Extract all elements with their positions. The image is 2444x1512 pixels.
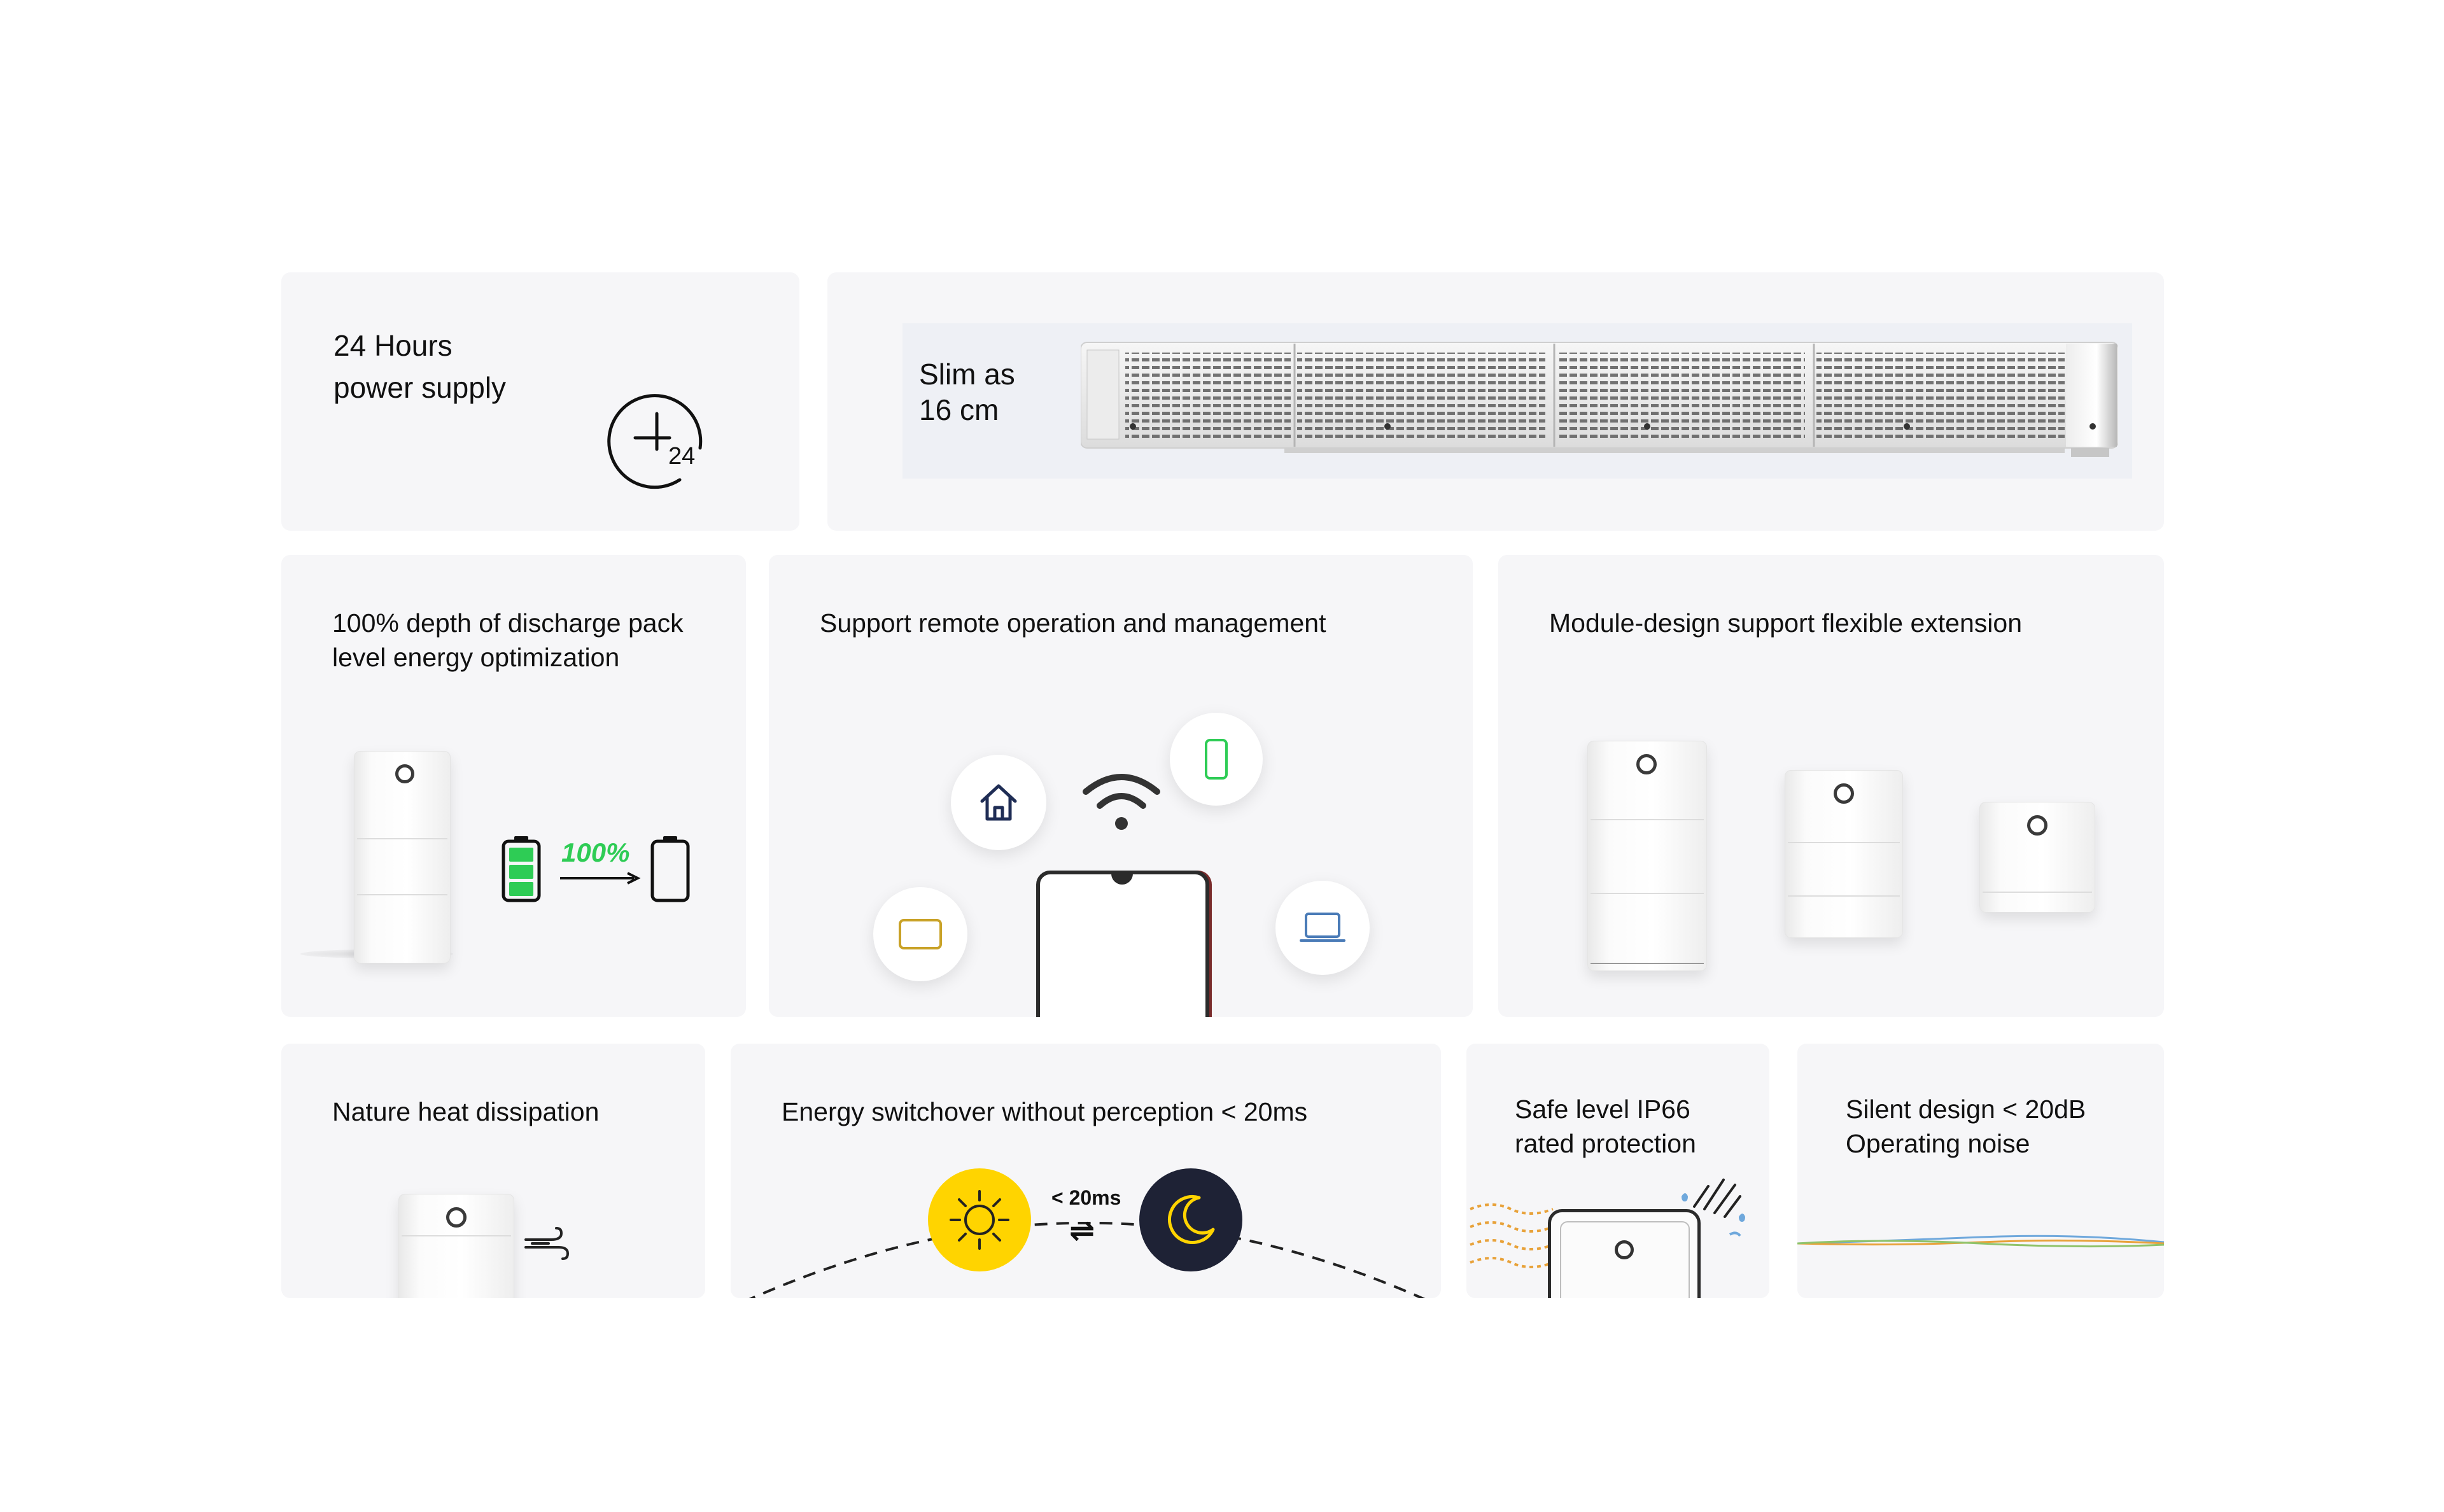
switchover-card: Energy switchover without perception < 2… xyxy=(731,1044,1441,1298)
ip66-card: Safe level IP66 rated protection xyxy=(1466,1044,1769,1298)
discharge-title: 100% depth of discharge pack level energ… xyxy=(332,608,684,672)
remote-card: Support remote operation and management xyxy=(769,555,1473,1017)
smartphone-icon xyxy=(1205,739,1228,780)
moon-icon xyxy=(1168,1194,1215,1244)
clock-icon xyxy=(607,394,703,489)
water-drop-icon xyxy=(1682,1179,1745,1237)
battery-empty-icon xyxy=(650,836,690,902)
clock-label: 24 xyxy=(668,443,696,470)
laptop-bubble xyxy=(1275,881,1370,975)
percent-label: 100% xyxy=(561,837,630,867)
silent-card: Silent design < 20dB Operating noise xyxy=(1797,1044,2164,1298)
phone-notch xyxy=(1111,873,1133,885)
tablet-icon xyxy=(899,919,942,949)
home-icon xyxy=(980,784,1017,821)
ip66-device-image xyxy=(1548,1209,1701,1298)
module-card: Module-design support flexible extension xyxy=(1498,555,2164,1017)
phone-image xyxy=(1036,871,1209,1017)
wind-waves xyxy=(1470,1203,1554,1268)
remote-title: Support remote operation and management xyxy=(820,608,1326,638)
ip66-title: Safe level IP66 rated protection xyxy=(1515,1095,1696,1158)
module-one-pack-image xyxy=(1979,802,2095,913)
battery-full-icon xyxy=(502,836,541,902)
module-three-pack-image xyxy=(1587,741,1707,971)
tablet-bubble xyxy=(873,887,967,981)
slim-device-image xyxy=(1081,342,2118,457)
laptop-icon xyxy=(1300,913,1345,942)
arrow-right-icon xyxy=(560,872,641,885)
noise-waves xyxy=(1797,1235,2164,1248)
day-night-arc xyxy=(748,1221,1426,1298)
smartphone-bubble xyxy=(1170,713,1263,806)
home-bubble xyxy=(951,755,1046,850)
silent-title: Silent design < 20dB Operating noise xyxy=(1846,1095,2086,1158)
heat-card: Nature heat dissipation xyxy=(281,1044,705,1298)
wifi-icon xyxy=(1083,774,1160,830)
switchover-title: Energy switchover without perception < 2… xyxy=(782,1097,1308,1126)
moon-circle xyxy=(1139,1168,1242,1271)
sun-icon xyxy=(950,1190,1009,1250)
ip66-button xyxy=(1615,1240,1634,1259)
module-two-pack-image xyxy=(1785,770,1903,938)
slim-title: Slim as 16 cm xyxy=(919,358,1015,426)
power-supply-card: 24 Hours power supply 24 xyxy=(281,272,799,531)
battery-pack-image xyxy=(354,751,451,963)
swap-arrows-icon: ⇌ xyxy=(1069,1214,1095,1248)
power-supply-title: 24 Hours power supply xyxy=(334,329,507,404)
sun-circle xyxy=(928,1168,1031,1271)
switch-time-label: < 20ms xyxy=(1051,1186,1121,1209)
module-title: Module-design support flexible extension xyxy=(1549,608,2023,638)
heat-pack-image xyxy=(398,1194,514,1298)
ip66-inner-pack xyxy=(1560,1221,1690,1298)
discharge-card: 100% depth of discharge pack level energ… xyxy=(281,555,746,1017)
slim-card: Slim as 16 cm xyxy=(827,272,2164,531)
heat-title: Nature heat dissipation xyxy=(332,1097,600,1126)
wind-icon xyxy=(524,1227,570,1260)
